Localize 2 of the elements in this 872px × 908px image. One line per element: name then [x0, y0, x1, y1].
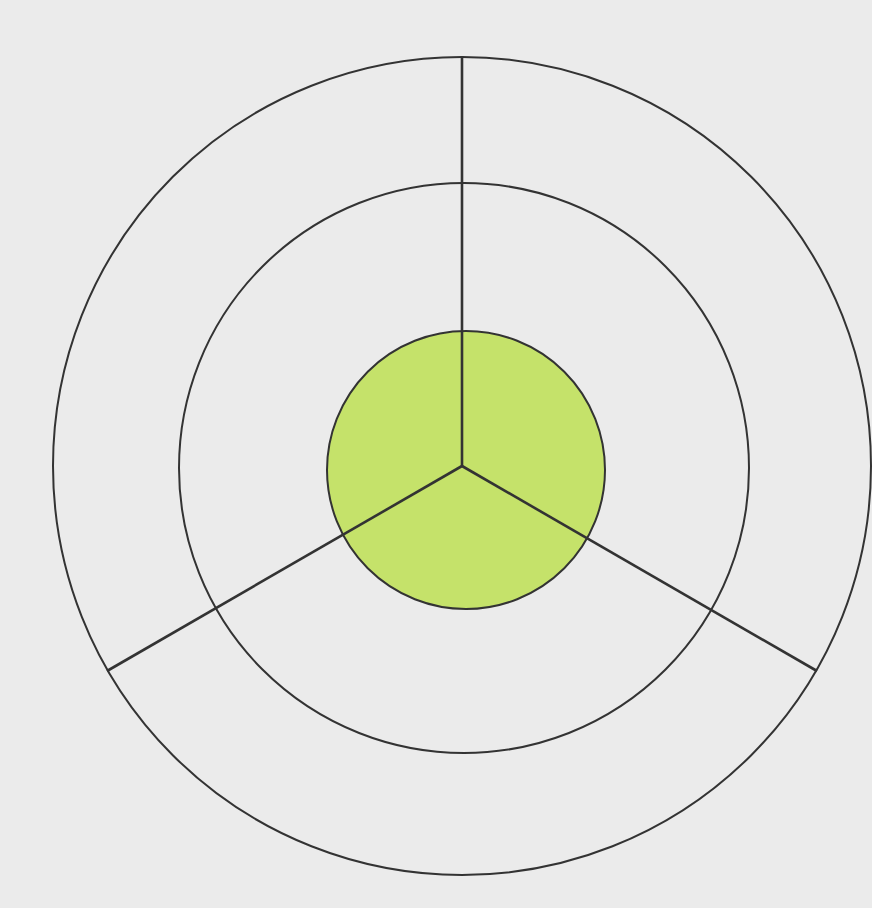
outer-ring [52, 56, 872, 876]
middle-ring [178, 182, 750, 754]
